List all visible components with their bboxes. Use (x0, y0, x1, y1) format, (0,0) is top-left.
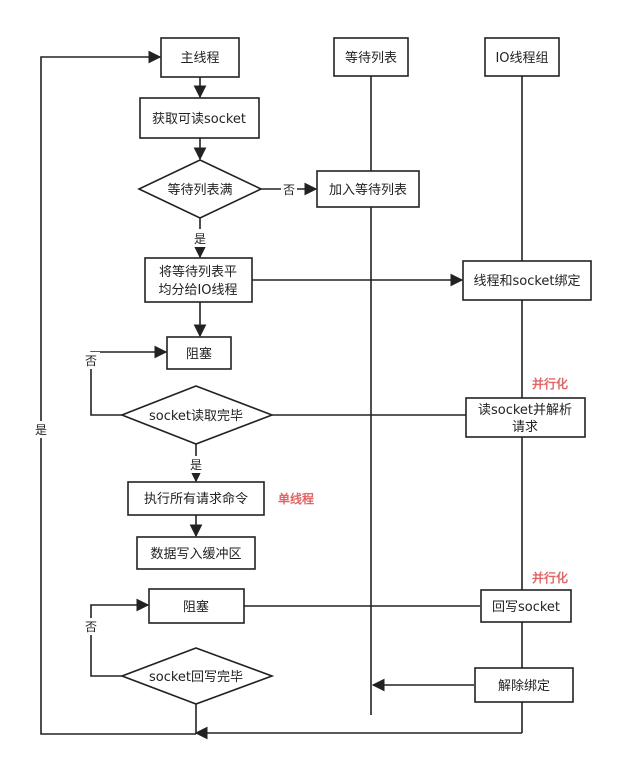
distribute-label-line1: 将等待列表平 (159, 264, 237, 280)
read-parse-label-line1: 读socket并解析 (478, 403, 572, 418)
unbind-label: 解除绑定 (498, 679, 550, 694)
wait-list-full-label: 等待列表满 (167, 182, 232, 198)
edge-label-yes-2: 是 (190, 458, 202, 472)
main-thread-label: 主线程 (180, 51, 219, 66)
get-readable-socket-box: 获取可读socket (139, 97, 260, 139)
main-thread-box: 主线程 (160, 37, 240, 78)
exec-commands-label: 执行所有请求命令 (144, 491, 248, 507)
edge-readdone-no (90, 345, 168, 416)
socket-read-done-decision: socket读取完毕 (119, 385, 275, 445)
read-parse-label-line2: 请求 (512, 420, 538, 435)
block-box-2: 阻塞 (148, 588, 245, 624)
wait-list-header-label: 等待列表 (345, 50, 397, 66)
wait-list-full-decision: 等待列表满 (137, 159, 263, 219)
distribute-label-line2: 均分给IO线程 (158, 283, 237, 298)
io-group-header-box: IO线程组 (484, 37, 560, 77)
loop-back-edge (40, 50, 196, 735)
get-readable-socket-label: 获取可读socket (152, 112, 246, 127)
exec-commands-box: 执行所有请求命令 (127, 481, 265, 516)
distribute-box: 将等待列表平 均分给IO线程 (144, 257, 253, 303)
bind-thread-socket-box: 线程和socket绑定 (462, 260, 592, 301)
socket-write-done-label: socket回写完毕 (149, 670, 243, 685)
block-box-1: 阻塞 (166, 336, 232, 370)
block-label-1: 阻塞 (186, 346, 212, 362)
edge-writedone-no (90, 598, 150, 677)
edge-label-no-1: 否 (283, 183, 295, 197)
edge-label-yes-loop: 是 (35, 423, 47, 437)
write-buffer-label: 数据写入缓冲区 (150, 547, 241, 562)
io-group-header-label: IO线程组 (495, 51, 548, 66)
socket-read-done-label: socket读取完毕 (149, 409, 243, 424)
bind-thread-socket-label: 线程和socket绑定 (473, 274, 580, 289)
write-buffer-box: 数据写入缓冲区 (136, 536, 256, 570)
add-to-wait-list-box: 加入等待列表 (316, 170, 420, 208)
edge-label-no-3: 否 (85, 620, 97, 634)
socket-write-done-decision: socket回写完毕 (119, 647, 275, 705)
annotation-parallel-2: 并行化 (532, 570, 568, 585)
add-to-wait-list-label: 加入等待列表 (329, 182, 407, 198)
block-label-2: 阻塞 (183, 599, 209, 615)
annotation-single-thread: 单线程 (278, 491, 314, 506)
annotation-parallel-1: 并行化 (532, 376, 568, 391)
edge-label-no-2: 否 (85, 354, 97, 368)
read-parse-box: 读socket并解析 请求 (465, 397, 586, 438)
write-back-socket-label: 回写socket (492, 600, 560, 615)
write-back-socket-box: 回写socket (480, 589, 572, 623)
unbind-box: 解除绑定 (474, 667, 574, 703)
edge-label-yes-1: 是 (194, 232, 206, 246)
wait-list-header-box: 等待列表 (333, 37, 409, 77)
